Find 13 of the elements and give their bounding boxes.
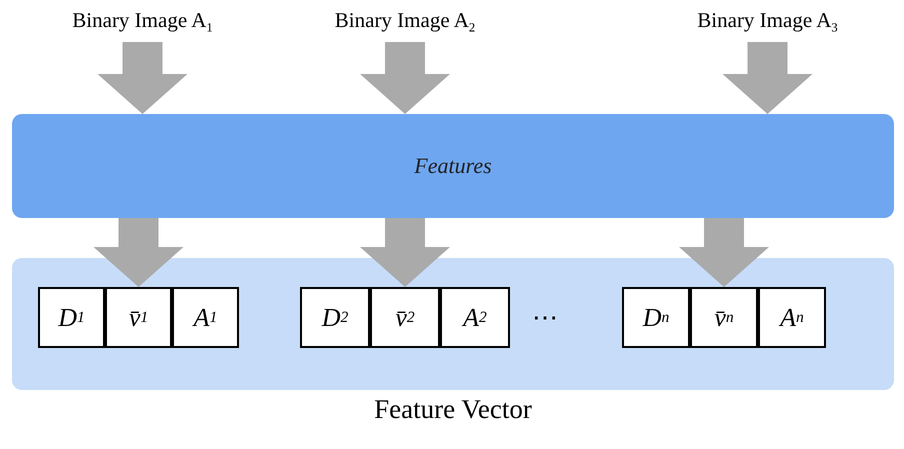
block-arrow (94, 218, 184, 287)
image-label: Binary Image A$_{3}$ (660, 8, 875, 38)
ellipsis-text: ⋯ (532, 302, 558, 333)
band-heading: Feature Vector (373, 394, 533, 425)
block-arrow (360, 42, 450, 114)
image-label: Binary Image A$_{2}$ (305, 8, 505, 38)
features-band (12, 114, 894, 218)
block-arrow (722, 42, 812, 114)
block-arrow (679, 218, 769, 287)
block-arrow (98, 42, 188, 114)
image-label: Binary Image A$_{1}$ (35, 8, 250, 38)
band-title: Features (414, 153, 492, 179)
block-arrow (360, 218, 450, 287)
